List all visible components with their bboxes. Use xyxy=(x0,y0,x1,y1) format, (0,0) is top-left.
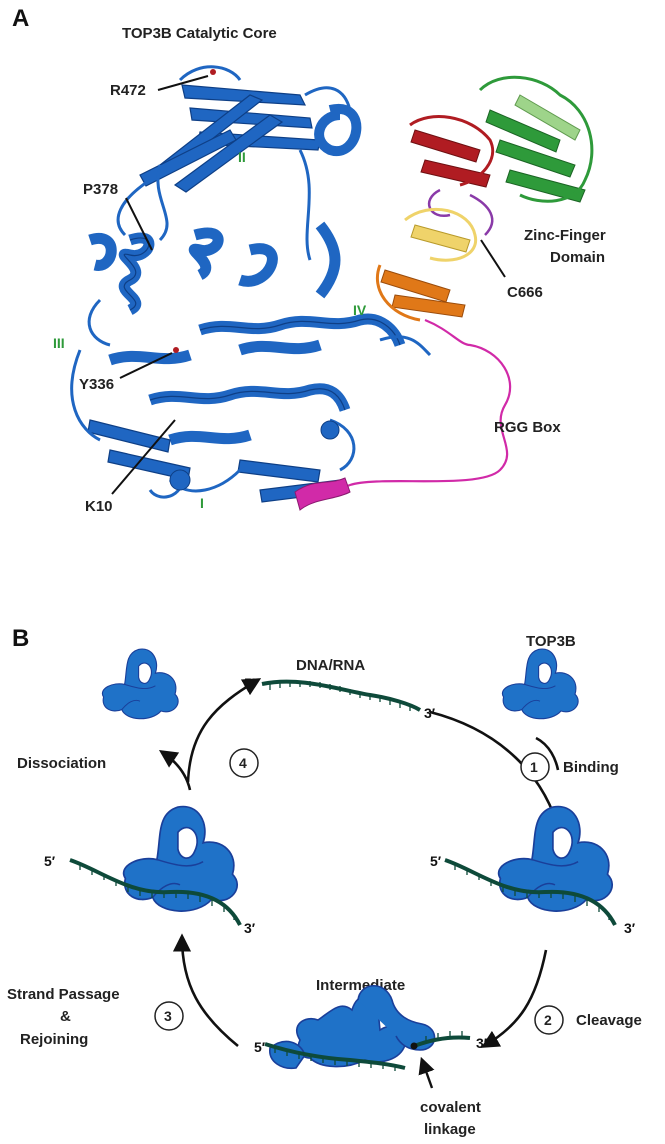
step-2-label: Cleavage xyxy=(576,1012,642,1029)
intermediate-complex xyxy=(264,985,471,1071)
int-five-prime: 5′ xyxy=(254,1039,266,1055)
arrow-to-top xyxy=(186,678,262,783)
panel-a-letter: A xyxy=(12,5,29,32)
zinc-finger-label-1: Zinc-Finger xyxy=(524,227,606,244)
leader-c666 xyxy=(480,239,506,278)
label-c666: C666 xyxy=(507,284,543,301)
left-five-prime: 5′ xyxy=(44,853,56,869)
arrow-cleavage xyxy=(480,949,548,1048)
domain-ii: II xyxy=(238,149,246,165)
covalent-label-1: covalent xyxy=(420,1099,481,1116)
dna-rna-label: DNA/RNA xyxy=(296,657,365,674)
int-three-prime: 3′ xyxy=(476,1035,488,1051)
free-enzyme-left xyxy=(101,648,179,720)
step-3-label-3: Rejoining xyxy=(20,1031,88,1048)
step-3-num: 3 xyxy=(164,1008,172,1024)
step-1-circle xyxy=(520,752,550,782)
label-p378: P378 xyxy=(83,181,118,198)
domain-iii: III xyxy=(53,335,65,351)
leader-p378 xyxy=(125,197,153,251)
zinc-finger-structure xyxy=(375,75,594,322)
left-bound-complex xyxy=(69,805,242,926)
top3b-label: TOP3B xyxy=(526,633,576,650)
top3b-enzyme xyxy=(501,648,579,720)
panel-a-title: TOP3B Catalytic Core xyxy=(122,25,277,42)
arrow-binding-merge xyxy=(535,736,560,771)
domain-i: I xyxy=(200,495,204,511)
arrow-strand-passage xyxy=(172,933,239,1048)
step-2-num: 2 xyxy=(544,1012,552,1028)
right-three-prime: 3′ xyxy=(624,920,636,936)
leader-y336 xyxy=(119,352,173,379)
label-k10: K10 xyxy=(85,498,113,515)
step-4-num: 4 xyxy=(239,755,247,771)
step-3-label-2: & xyxy=(60,1008,71,1025)
leader-k10 xyxy=(111,419,176,495)
arrow-dissociation xyxy=(158,749,192,791)
covalent-arrow xyxy=(418,1056,435,1089)
label-y336: Y336 xyxy=(79,376,114,393)
step-1-num: 1 xyxy=(530,759,538,775)
rgg-box-label: RGG Box xyxy=(494,419,561,436)
step-2-circle xyxy=(534,1005,564,1035)
leader-r472 xyxy=(157,75,209,91)
step-4-label: Dissociation xyxy=(17,755,106,772)
rgg-box-structure xyxy=(294,318,512,511)
right-five-prime: 5′ xyxy=(430,853,442,869)
step-4-circle xyxy=(229,748,259,778)
panel-b-letter: B xyxy=(12,625,29,652)
domain-iv: IV xyxy=(353,302,367,318)
step-3-label-1: Strand Passage xyxy=(7,986,120,1003)
top-strand xyxy=(261,679,422,712)
left-three-prime: 3′ xyxy=(244,920,256,936)
step-3-circle xyxy=(154,1001,184,1031)
step-1-label: Binding xyxy=(563,759,619,776)
covalent-label-2: linkage xyxy=(424,1121,476,1138)
right-bound-complex xyxy=(444,805,617,926)
label-r472: R472 xyxy=(110,82,146,99)
zinc-finger-label-2: Domain xyxy=(550,249,605,266)
